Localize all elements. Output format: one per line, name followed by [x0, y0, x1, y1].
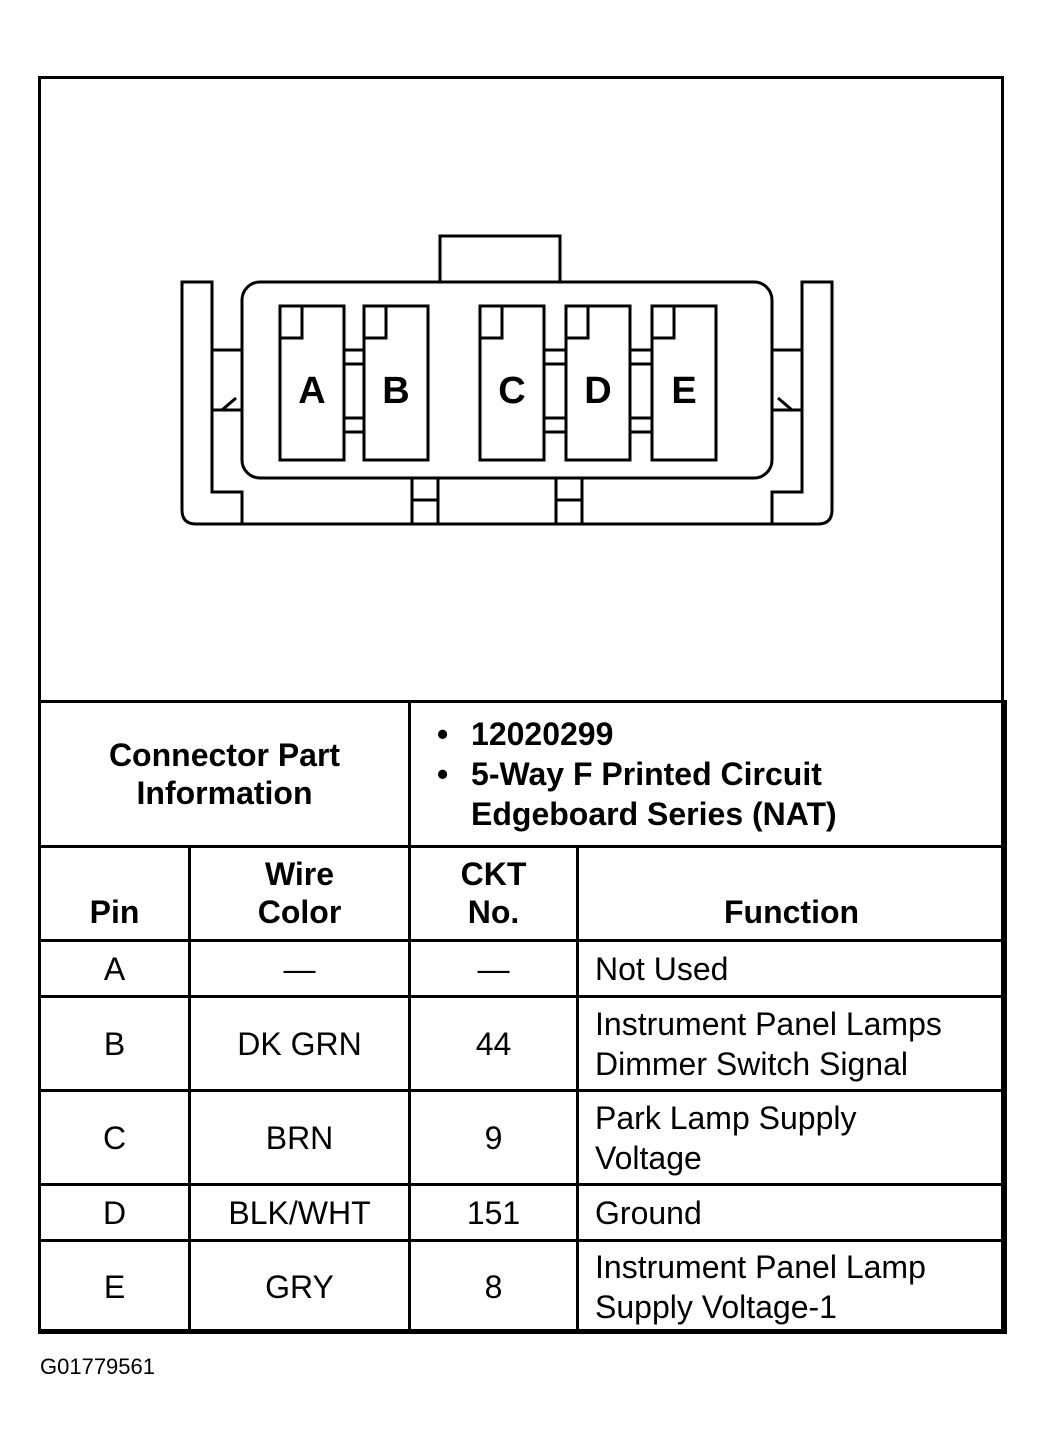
terminal-b	[362, 304, 430, 462]
pin-label-b: B	[382, 370, 409, 412]
cell-wire-color: —	[187, 939, 412, 998]
part-info-row: Connector Part Information 12020299 5-Wa…	[37, 700, 1008, 848]
connector-info-table: Connector Part Information 12020299 5-Wa…	[37, 700, 1008, 1334]
cell-wire-color: BRN	[187, 1089, 412, 1186]
header-pin: Pin	[38, 845, 191, 942]
header-wire-color: Wire Color	[187, 845, 412, 942]
cell-ckt: —	[408, 939, 580, 998]
cell-pin: A	[38, 939, 191, 998]
cell-function: Instrument Panel Lamps Dimmer Switch Sig…	[576, 995, 1008, 1092]
cell-pin: C	[38, 1089, 191, 1186]
part-info-values: 12020299 5-Way F Printed Circuit Edgeboa…	[408, 700, 1008, 848]
cell-ckt: 8	[408, 1239, 580, 1334]
terminal-a	[278, 304, 346, 462]
cell-pin: D	[38, 1183, 191, 1242]
cell-wire-color: DK GRN	[187, 995, 412, 1092]
table-header-row: Pin Wire Color CKT No. Function	[38, 845, 1008, 942]
cell-function: Ground	[576, 1183, 1008, 1242]
pin-label-a: A	[298, 370, 325, 412]
header-function: Function	[576, 845, 1008, 942]
table-row: D BLK/WHT 151 Ground	[38, 1183, 1008, 1242]
cell-ckt: 151	[408, 1183, 580, 1242]
terminal-d	[564, 304, 632, 462]
part-number: 12020299	[437, 714, 1004, 754]
table-row: A — — Not Used	[38, 939, 1008, 998]
header-ckt-no: CKT No.	[408, 845, 580, 942]
cell-function: Not Used	[576, 939, 1008, 998]
table-row: B DK GRN 44 Instrument Panel Lamps Dimme…	[38, 995, 1008, 1092]
connector-drawing: A B C D E	[180, 234, 834, 526]
cell-ckt: 44	[408, 995, 580, 1092]
cell-function: Park Lamp Supply Voltage	[576, 1089, 1008, 1186]
connector-latch	[438, 234, 562, 284]
cell-wire-color: GRY	[187, 1239, 412, 1334]
terminal-c	[478, 304, 546, 462]
cell-pin: E	[38, 1239, 191, 1334]
table-row: C BRN 9 Park Lamp Supply Voltage	[38, 1089, 1008, 1186]
cell-function: Instrument Panel Lamp Supply Voltage-1	[576, 1239, 1008, 1334]
part-info-label: Connector Part Information	[37, 700, 412, 848]
cell-wire-color: BLK/WHT	[187, 1183, 412, 1242]
figure-id: G01779561	[40, 1354, 155, 1379]
part-description: 5-Way F Printed Circuit Edgeboard Series…	[437, 754, 1004, 834]
connector-shell	[180, 280, 244, 526]
cell-ckt: 9	[408, 1089, 580, 1186]
pin-label-d: D	[584, 370, 611, 412]
terminal-e	[650, 304, 718, 462]
cell-pin: B	[38, 995, 191, 1092]
pin-label-e: E	[671, 370, 696, 412]
pin-label-c: C	[498, 370, 525, 412]
table-row: E GRY 8 Instrument Panel Lamp Supply Vol…	[38, 1239, 1008, 1334]
